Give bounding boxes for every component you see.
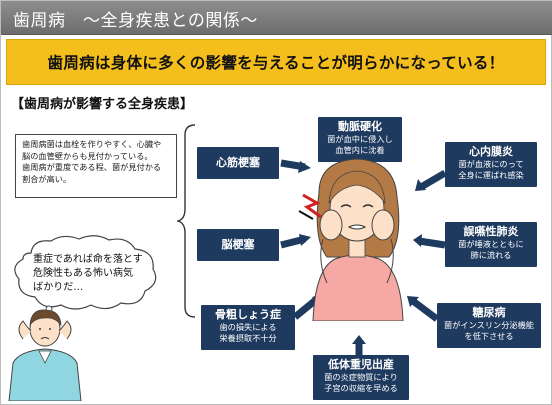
disease-desc: 血管内に沈着 <box>335 145 385 155</box>
disease-desc: 菌が唾液とともに <box>458 239 524 249</box>
disease-title: 誤嚥性肺炎 <box>463 225 519 238</box>
disease-title: 脳梗塞 <box>221 238 255 251</box>
disease-title: 動脈硬化 <box>338 120 382 133</box>
bracket-connector <box>177 124 196 318</box>
disease-box-diabetes: 糖尿病 菌がインスリン分泌機能 を低下させる <box>437 303 541 348</box>
page-title: 歯周病 ～全身疾患との関係～ <box>13 11 258 31</box>
disease-desc: を低下させる <box>464 331 514 341</box>
info-line: 歯周病菌は血栓を作りやすく、心臓や <box>22 139 162 149</box>
disease-title: 骨粗しょう症 <box>215 308 281 321</box>
disease-desc: 子宮の収縮を早める <box>324 383 398 393</box>
disease-desc: 菌の炎症物質により <box>324 372 398 382</box>
disease-desc: 肺に流れる <box>470 250 512 260</box>
info-line: 割合が高い。 <box>22 173 72 184</box>
disease-desc: 菌が血液にのって <box>458 159 524 169</box>
disease-desc: 栄養摂取不十分 <box>219 333 277 343</box>
info-line: 脳の血管壁からも見付かっている。 <box>22 150 153 161</box>
info-line: 歯周病が重度である程、菌が見付かる <box>22 162 162 172</box>
disease-box-myocardial-infarction: 心筋梗塞 <box>197 147 279 179</box>
disease-box-cerebral-infarction: 脳梗塞 <box>197 229 279 261</box>
disease-desc: 歯の損失による <box>219 322 277 332</box>
disease-box-arteriosclerosis: 動脈硬化 菌が血中に侵入し 血管内に沈着 <box>318 117 402 162</box>
disease-box-low-birth-weight: 低体重児出産 菌の炎症物質により 子宮の収縮を早める <box>313 355 409 400</box>
info-box: 歯周病菌は血栓を作りやすく、心臓や 脳の血管壁からも見付かっている。 歯周病が重… <box>15 134 177 198</box>
bubble-text: 重症であれば命を落とす 危険性もある怖い病気 ばかりだ… <box>33 253 143 295</box>
title-bar: 歯周病 ～全身疾患との関係～ <box>1 1 552 35</box>
bubble-line: 重症であれば命を落とす <box>33 254 143 265</box>
doctor-illustration <box>8 309 82 401</box>
headline-text: 歯周病は身体に多くの影響を与えることが明らかになっている！ <box>47 54 505 72</box>
bubble-line: 危険性もある怖い病気 <box>33 268 133 279</box>
headline-banner: 歯周病は身体に多くの影響を与えることが明らかになっている！ <box>6 39 546 85</box>
section-heading: 【歯周病が影響する全身疾患】 <box>11 97 194 112</box>
disease-title: 低体重児出産 <box>328 358 394 371</box>
disease-box-endocarditis: 心内膜炎 菌が血液にのって 全身に運ばれ感染 <box>445 142 537 187</box>
disease-title: 糖尿病 <box>472 306 506 319</box>
disease-box-osteoporosis: 骨粗しょう症 歯の損失による 栄養摂取不十分 <box>201 305 295 350</box>
disease-title: 心筋梗塞 <box>216 156 260 169</box>
woman-toothache-illustration <box>298 158 404 321</box>
disease-desc: 全身に運ばれ感染 <box>458 170 524 180</box>
disease-desc: 菌が血中に侵入し <box>327 134 393 144</box>
bubble-line: ばかりだ… <box>33 282 84 293</box>
thought-bubble <box>14 235 157 313</box>
disease-title: 心内膜炎 <box>469 145 513 158</box>
arrowhead-icon <box>352 335 366 344</box>
disease-box-aspiration-pneumonia: 誤嚥性肺炎 菌が唾液とともに 肺に流れる <box>445 222 537 267</box>
disease-desc: 菌がインスリン分泌機能 <box>444 320 534 330</box>
